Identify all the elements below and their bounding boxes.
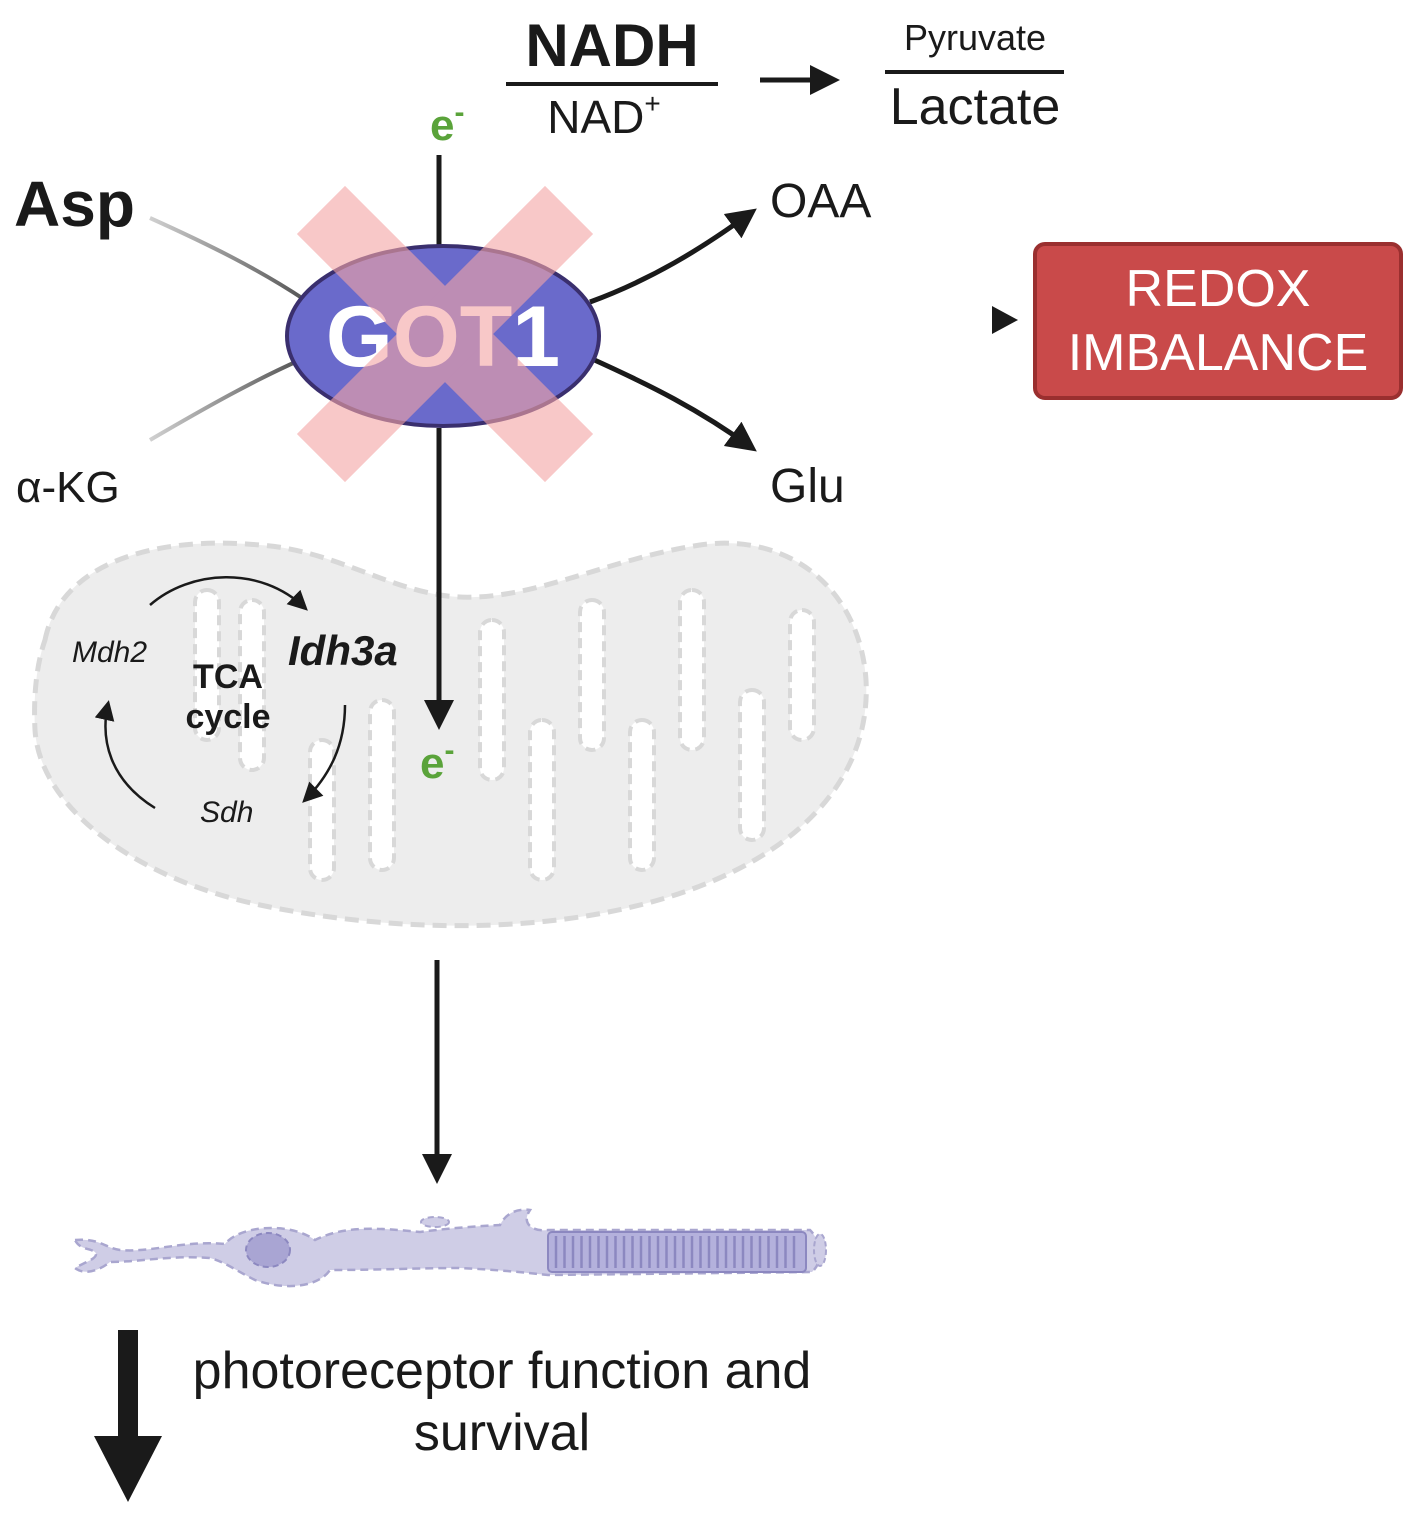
tca-cycle: TCA cycle Idh3a Mdh2 Sdh [72,576,398,829]
outer-segment-discs [554,1236,796,1268]
photoreceptor-vesicle [420,1216,450,1228]
inhibition-x-stroke-b [296,185,594,483]
nad-superscript: + [644,88,660,119]
crista [578,598,606,752]
nadh-ratio: NADH NAD+ [506,12,718,143]
akg-label: α-KG [16,463,120,512]
pyruvate-label: Pyruvate [904,17,1046,58]
redox-box-line2: IMBALANCE [1068,324,1369,382]
crista [193,588,221,742]
electron-bottom-superscript: - [444,734,454,767]
sdh-label: Sdh [200,796,253,829]
tca-title-line1: TCA [193,658,263,696]
tca-arrow-right [302,704,347,803]
oaa-label: OAA [770,175,871,228]
crista [528,718,556,882]
photoreceptor-tip [813,1233,827,1267]
crista [788,608,816,742]
crista [628,718,656,872]
oaa-arrow [589,208,757,305]
mito-cristae [193,588,816,882]
electron-bottom-label: e- [420,734,454,788]
crista [678,588,706,752]
decrease-arrow-head [94,1436,162,1502]
electron-top-label: e- [430,96,464,150]
crista [478,618,506,782]
result-line2: survival [414,1404,590,1462]
tca-arrow-top [149,576,308,611]
electron-top-superscript: - [454,96,464,129]
crista [308,738,336,882]
asp-connector [149,216,307,302]
result-line1: photoreceptor function and [193,1342,812,1400]
photoreceptor-nucleus [245,1232,291,1268]
electron-bottom-base: e [420,739,444,788]
mdh2-label: Mdh2 [72,636,147,669]
mitochondrion [32,540,869,929]
electron-top-base: e [430,101,454,150]
crista [368,698,396,872]
nad-base: NAD [547,91,644,143]
akg-connector [148,358,301,442]
crista [238,598,266,772]
tca-arrow-left [94,700,156,810]
photoreceptor-outer-segment [547,1231,807,1273]
redox-imbalance-box: REDOX IMBALANCE [1033,242,1403,400]
crista [738,688,766,842]
redox-box-line1: REDOX [1126,260,1311,318]
redox-box-rect [1033,242,1403,400]
lactate-label: Lactate [890,78,1061,136]
nad-label: NAD+ [547,88,660,143]
nadh-label: NADH [525,12,698,79]
glu-label: Glu [770,460,845,513]
photoreceptor-cell-icon [72,1208,827,1288]
pyruvate-lactate-ratio: Pyruvate Lactate [885,17,1064,136]
redox-arrow-head [992,306,1018,334]
idh3a-label: Idh3a [288,627,398,674]
tca-title-line2: cycle [185,698,270,736]
inhibition-x-icon [296,185,594,483]
glu-arrow [588,355,757,452]
asp-label: Asp [14,168,135,240]
